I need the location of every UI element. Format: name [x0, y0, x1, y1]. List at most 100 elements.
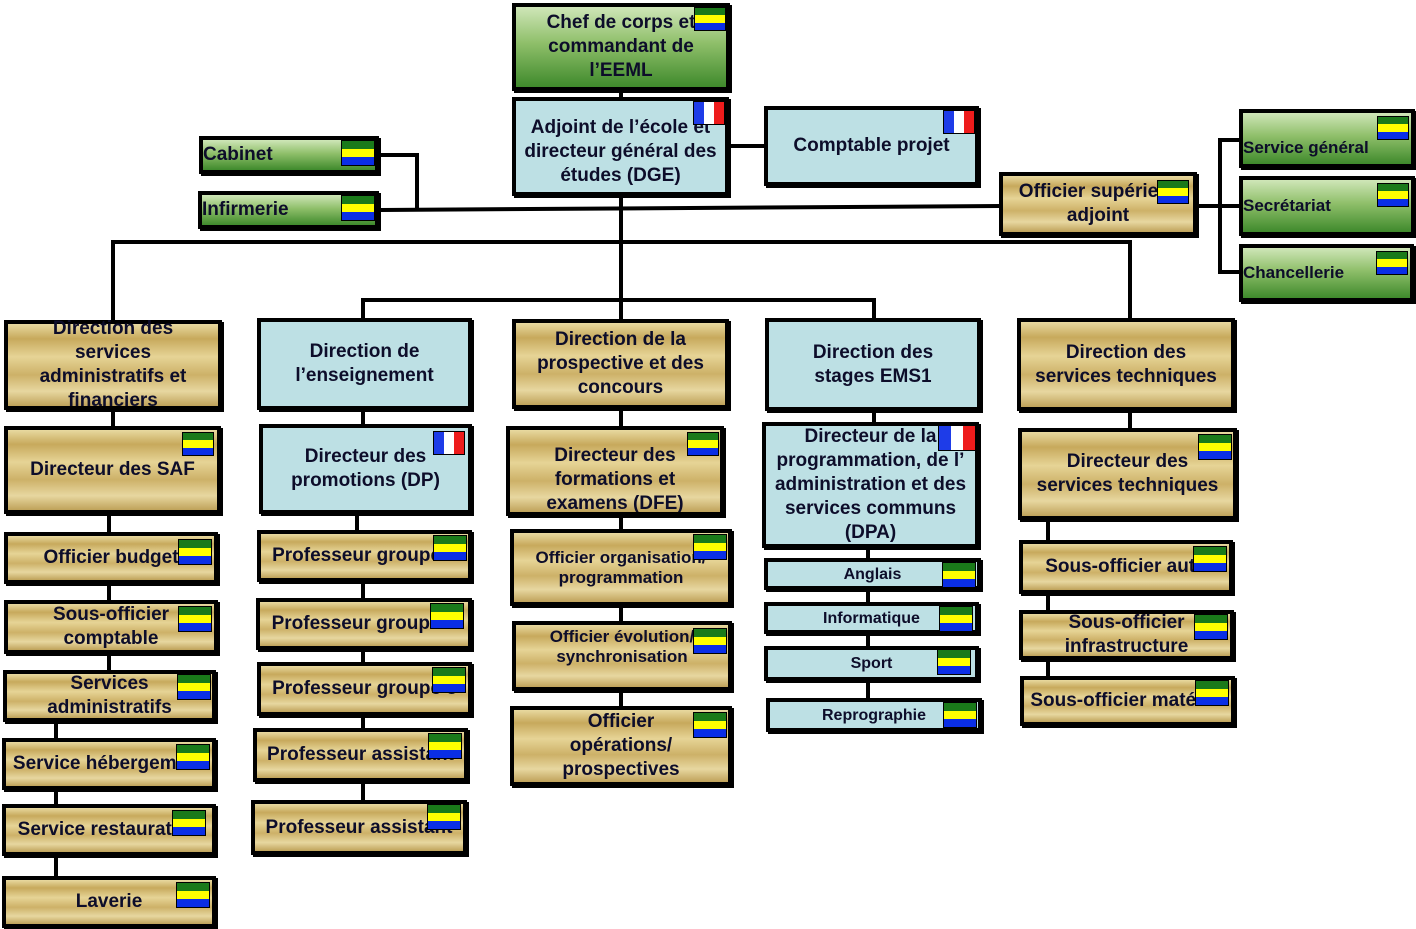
director-label: Directeur des formations et examens (DFE…: [546, 445, 684, 514]
directeur-services-techniques-box[interactable]: Directeur des services techniques: [1018, 428, 1237, 520]
item-label: Services administratifs: [47, 673, 172, 718]
infirmerie-label: Infirmerie: [202, 199, 289, 220]
directeur-programmation-box[interactable]: Directeur de la programmation, de l’ adm…: [762, 422, 979, 548]
item-label: Officier budget: [43, 547, 179, 568]
item-label: Professeur groupe 3: [272, 678, 457, 699]
gabon-flag-icon: [1194, 614, 1228, 640]
item-box[interactable]: Officier évolution/ synchronisation: [512, 621, 732, 691]
item-label: Sous-officier auto: [1045, 556, 1207, 577]
item-label: Officier opérations/ prospectives: [562, 711, 680, 780]
france-flag-icon: [943, 110, 975, 134]
item-box[interactable]: Professeur groupe 3: [257, 662, 472, 716]
cabinet-label: Cabinet: [203, 144, 273, 165]
direction-stages-box[interactable]: Direction des stages EMS1: [765, 318, 981, 411]
osa-label: Officier supérieur adjoint: [1018, 181, 1178, 226]
gabon-flag-icon: [937, 649, 971, 675]
item-label: Sport: [850, 655, 893, 672]
gabon-flag-icon: [694, 7, 726, 31]
item-label: Professeur groupe 1: [272, 545, 457, 566]
item-box[interactable]: Sous-officier infrastructure: [1019, 610, 1234, 660]
item-box[interactable]: Sport: [764, 646, 979, 681]
direction-label: Direction de l’enseignement: [295, 341, 434, 386]
direction-label: Direction des stages EMS1: [812, 341, 934, 387]
gabon-flag-icon: [172, 810, 206, 836]
gabon-flag-icon: [427, 804, 461, 830]
gabon-flag-icon: [1195, 680, 1229, 706]
item-label: Reprographie: [821, 706, 926, 724]
item-label: Professeur assistant: [267, 744, 454, 765]
item-box[interactable]: Reprographie: [766, 698, 982, 732]
item-box[interactable]: Officier budget: [4, 532, 218, 584]
chancellerie-label: Chancellerie: [1243, 263, 1345, 282]
secretariat-label: Secrétariat: [1243, 196, 1331, 215]
item-label: Professeur assistant: [265, 816, 453, 838]
directeur-formations-box[interactable]: Directeur des formations et examens (DFE…: [506, 426, 724, 516]
gabon-flag-icon: [178, 539, 212, 565]
directeur-saf-box[interactable]: Directeur des SAF: [4, 426, 221, 514]
gabon-flag-icon: [1376, 251, 1408, 275]
gabon-flag-icon: [943, 702, 977, 728]
gabon-flag-icon: [1198, 434, 1232, 460]
secretariat-box[interactable]: Secrétariat: [1239, 176, 1415, 236]
gabon-flag-icon: [428, 733, 462, 759]
item-label: Service hébergement: [12, 753, 206, 774]
service-general-box[interactable]: Service général: [1239, 109, 1415, 168]
item-box[interactable]: Professeur assistant: [251, 800, 467, 855]
item-box[interactable]: Sous-officier auto: [1019, 540, 1233, 594]
item-label: Informatique: [823, 609, 920, 627]
item-box[interactable]: Anglais: [764, 558, 981, 590]
officier-superieur-adjoint-box[interactable]: Officier supérieur adjoint: [999, 172, 1197, 236]
direction-enseignement-box[interactable]: Direction de l’enseignement: [257, 318, 472, 410]
item-box[interactable]: Sous-officier comptable: [4, 600, 218, 654]
chancellerie-box[interactable]: Chancellerie: [1239, 244, 1414, 302]
item-box[interactable]: Professeur groupe 2: [256, 598, 472, 650]
item-box[interactable]: Laverie: [2, 876, 216, 928]
comptable-projet-box[interactable]: Comptable projet: [764, 106, 979, 186]
item-box[interactable]: Service restauration: [2, 804, 216, 856]
gabon-flag-icon: [1377, 183, 1409, 207]
cabinet-box[interactable]: Cabinet: [199, 136, 379, 174]
france-flag-icon: [433, 431, 465, 455]
adjoint-label: Adjoint de l’école et directeur général …: [524, 116, 717, 186]
item-label: Service restauration: [17, 819, 201, 840]
item-label: Anglais: [843, 565, 902, 583]
item-box[interactable]: Services administratifs: [3, 670, 216, 722]
item-label: Officier organisation/ programmation: [535, 547, 707, 587]
direction-label: Direction des services techniques: [1035, 341, 1217, 387]
france-flag-icon: [938, 425, 976, 451]
gabon-flag-icon: [942, 562, 976, 588]
item-label: Sous-officier infrastructure: [1064, 612, 1189, 657]
item-label: Sous-officier matériel: [1030, 690, 1225, 711]
chef-label: Chef de corps et commandant de l’EEML: [546, 12, 696, 81]
directeur-promotions-box[interactable]: Directeur des promotions (DP): [259, 424, 472, 514]
direction-label: Direction des services administratifs et…: [39, 318, 187, 411]
item-label: Professeur groupe 2: [271, 613, 457, 634]
gabon-flag-icon: [176, 882, 210, 908]
item-box[interactable]: Professeur groupe 1: [257, 530, 472, 582]
item-label: Sous-officier comptable: [52, 604, 170, 649]
gabon-flag-icon: [939, 606, 973, 632]
item-box[interactable]: Officier opérations/ prospectives: [510, 706, 732, 786]
gabon-flag-icon: [430, 603, 464, 629]
gabon-flag-icon: [178, 606, 212, 632]
direction-label: Direction de la prospective et des conco…: [537, 329, 704, 398]
adjoint-dge-box[interactable]: Adjoint de l’école et directeur général …: [512, 97, 729, 196]
director-label: Directeur de la programmation, de l’ adm…: [774, 426, 967, 543]
comptable-label: Comptable projet: [793, 135, 950, 156]
item-box[interactable]: Service hébergement: [2, 738, 216, 790]
chef-de-corps-box[interactable]: Chef de corps et commandant de l’EEML: [512, 3, 730, 91]
director-label: Directeur des promotions (DP): [291, 446, 440, 491]
item-box[interactable]: Sous-officier matériel: [1020, 676, 1235, 726]
direction-services-techniques-box[interactable]: Direction des services techniques: [1017, 318, 1235, 411]
item-box[interactable]: Professeur assistant: [253, 728, 468, 782]
direction-saf-box[interactable]: Direction des services administratifs et…: [4, 318, 222, 411]
item-box[interactable]: Officier organisation/ programmation: [510, 529, 732, 606]
france-flag-icon: [693, 101, 725, 125]
director-label: Directeur des services techniques: [1036, 451, 1219, 496]
gabon-flag-icon: [693, 712, 727, 738]
direction-prospective-box[interactable]: Direction de la prospective et des conco…: [512, 319, 729, 409]
item-box[interactable]: Informatique: [764, 602, 979, 634]
item-label: Laverie: [75, 891, 143, 912]
infirmerie-box[interactable]: Infirmerie: [198, 191, 379, 229]
